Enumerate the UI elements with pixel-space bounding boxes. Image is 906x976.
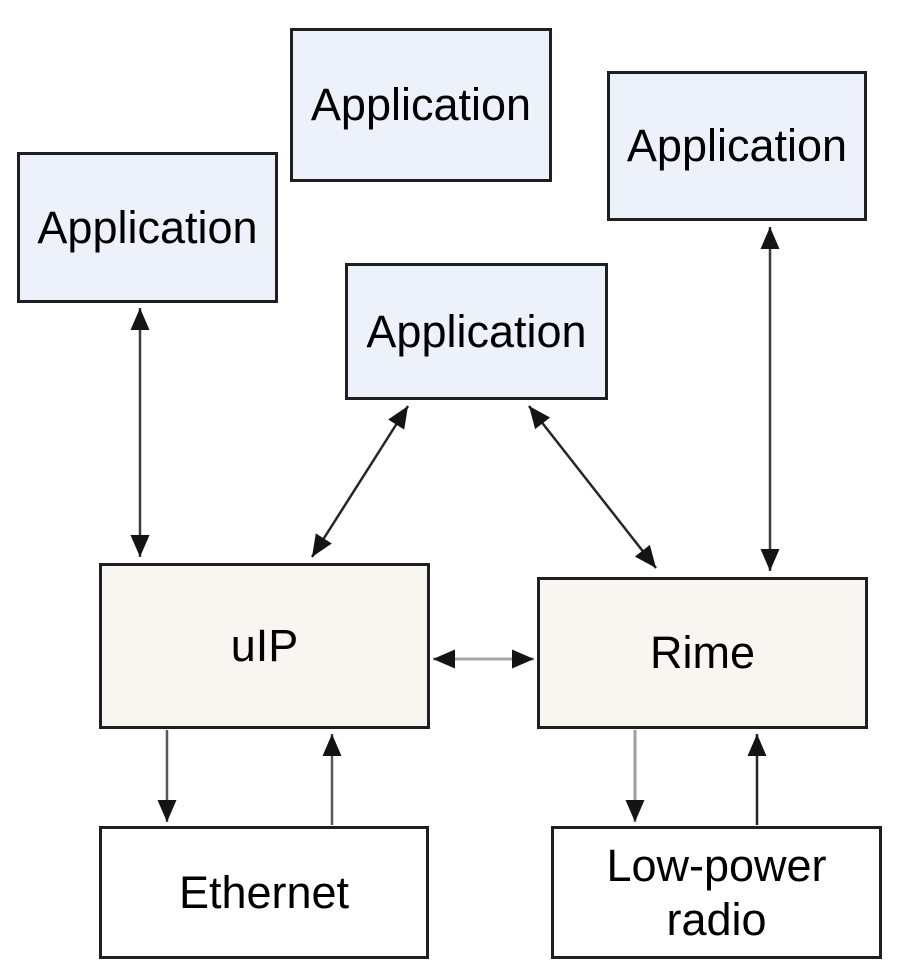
node-application-top-left-label: Application <box>37 201 258 253</box>
node-ethernet: Ethernet <box>99 826 429 959</box>
node-application-top-right: Application <box>607 71 867 221</box>
node-application-middle-label: Application <box>366 305 587 357</box>
node-uip: uIP <box>99 563 430 729</box>
node-rime: Rime <box>537 577 868 729</box>
node-low-power-radio: Low-power radio <box>551 826 882 959</box>
arrow-app-middle-rime <box>528 405 657 569</box>
node-application-top-middle: Application <box>290 28 552 182</box>
node-application-middle: Application <box>345 263 608 400</box>
node-application-top-left: Application <box>17 152 278 303</box>
arrow-app-middle-uip <box>310 405 410 558</box>
node-application-top-right-label: Application <box>626 120 848 171</box>
node-application-top-middle-label: Application <box>310 79 532 130</box>
node-rime-label: Rime <box>649 627 755 678</box>
node-low-power-radio-label: Low-power radio <box>606 839 827 945</box>
node-ethernet-label: Ethernet <box>178 866 350 918</box>
node-uip-label: uIP <box>230 620 299 671</box>
